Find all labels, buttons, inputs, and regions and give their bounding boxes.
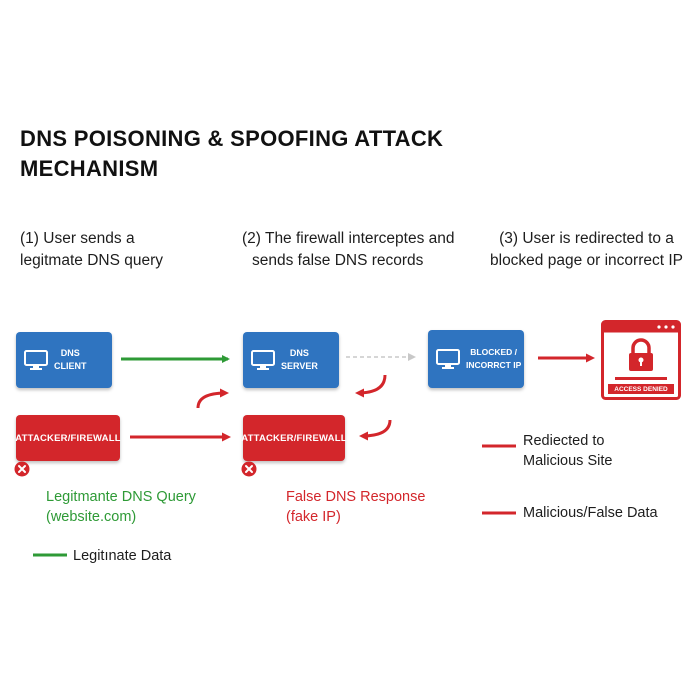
- dns-client-label: DNS CLIENT: [54, 347, 87, 373]
- window-dot-icon: [671, 325, 675, 329]
- attacker-firewall-label-1: ATTACKER/FIREWALL: [15, 432, 121, 444]
- step-2-line-1: (2) The firewall interceptes and: [242, 230, 455, 247]
- legit-query-line-2: (website.com): [46, 509, 137, 525]
- legit-query-caption: Legitmante DNS Query (website.com): [46, 487, 196, 527]
- monitor-icon: [24, 350, 48, 370]
- legend-redirected-line-1: Rediected to: [523, 433, 605, 449]
- blocked-ip-node: BLOCKED / INCORRCT IP: [428, 330, 524, 388]
- false-response-caption: False DNS Response (fake IP): [286, 487, 425, 527]
- dns-server-label-line-2: SERVER: [281, 361, 318, 371]
- window-dot-icon: [657, 325, 661, 329]
- step-3-line-1: (3) User is redirected to a: [499, 230, 674, 247]
- monitor-icon: [436, 349, 460, 369]
- step-1-line-1: (1) User sends a: [20, 230, 135, 247]
- curved-arrow-from-server: [355, 374, 387, 398]
- dns-server-label-line-1: DNS: [289, 348, 309, 358]
- legend-malicious: Malicious/False Data: [523, 505, 658, 521]
- title-line-1: DNS POISONING & SPOOFING ATTACK: [20, 126, 444, 151]
- access-denied-page: [601, 320, 681, 400]
- access-denied-label: ACCESS DENIED: [614, 386, 668, 393]
- step-1-text: (1) User sends a legitmate DNS query: [20, 228, 163, 272]
- curved-arrow-into-attacker: [359, 419, 392, 441]
- blocked-label-line-2: INCORRCT IP: [466, 360, 522, 370]
- window-dot-icon: [664, 325, 668, 329]
- x-circle-icon: [14, 461, 30, 477]
- lock-icon: [629, 338, 653, 371]
- step-2-text: (2) The firewall interceptes and sends f…: [242, 228, 455, 272]
- step-1-line-2: legitmate DNS query: [20, 252, 164, 269]
- legend-redirected: Rediected to Malicious Site: [523, 431, 612, 471]
- blocked-ip-label: BLOCKED / INCORRCT IP: [466, 346, 521, 372]
- step-3-text: (3) User is redirected to a blocked page…: [490, 228, 683, 272]
- dns-client-node: DNS CLIENT: [16, 332, 112, 388]
- step-3-line-2: blocked page or incorrect IP: [490, 252, 683, 269]
- blocked-label-line-1: BLOCKED /: [470, 347, 517, 357]
- legend-legitimate: Legitınate Data: [73, 548, 172, 564]
- step-2-line-2: sends false DNS records: [252, 252, 424, 269]
- legend-redirected-line-2: Malicious Site: [523, 453, 613, 469]
- diagram-title: DNS POISONING & SPOOFING ATTACK MECHANIS…: [20, 124, 580, 184]
- false-response-line-1: False DNS Response: [286, 489, 426, 505]
- dns-server-label: DNS SERVER: [281, 347, 318, 373]
- monitor-icon: [251, 350, 275, 370]
- dns-client-label-line-1: DNS: [60, 348, 80, 358]
- legit-query-line-1: Legitmante DNS Query: [46, 489, 196, 505]
- false-response-line-2: (fake IP): [286, 509, 341, 525]
- attacker-firewall-node-2: ATTACKER/FIREWALL: [241, 415, 347, 461]
- curved-arrow-into-server: [196, 388, 229, 409]
- dns-client-label-line-2: CLIENT: [54, 361, 87, 371]
- x-circle-icon: [241, 461, 257, 477]
- title-line-2: MECHANISM: [20, 156, 159, 181]
- attacker-firewall-node-1: ATTACKER/FIREWALL: [15, 415, 121, 461]
- dns-server-node: DNS SERVER: [243, 332, 339, 388]
- attacker-firewall-label-2: ATTACKER/FIREWALL: [241, 432, 347, 444]
